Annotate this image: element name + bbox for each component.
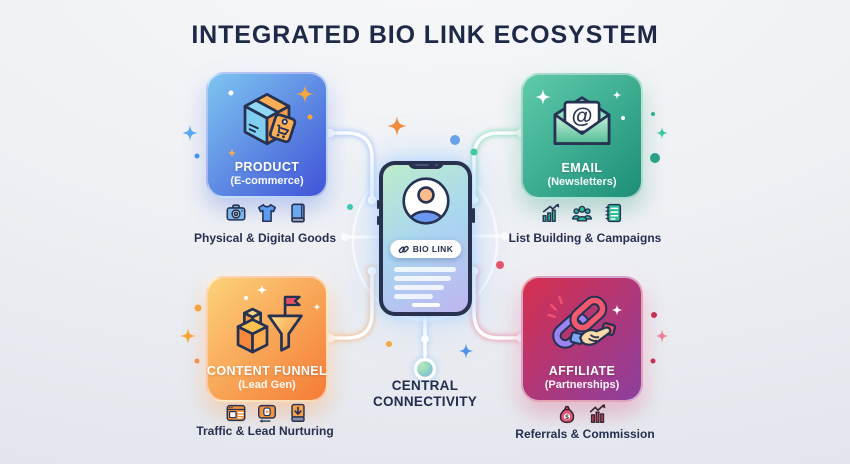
central-node <box>413 357 437 381</box>
money-bag-icon: $ <box>559 405 574 424</box>
connector-product-line <box>325 128 377 205</box>
phone-notch <box>407 161 444 169</box>
chain-handshake-icon <box>544 278 620 364</box>
bio-link-label: BIO LINK <box>412 244 454 254</box>
content-line <box>394 285 444 290</box>
content-line <box>394 294 433 299</box>
affiliate-card-title: AFFILIATE <box>548 364 616 378</box>
email-card: @ EMAIL (Newsletters) <box>521 73 643 199</box>
home-indicator <box>411 303 440 307</box>
envelope-at-icon: @ <box>546 75 618 161</box>
content-line <box>394 267 456 272</box>
central-connectivity-label: CENTRAL CONNECTIVITY <box>372 378 478 410</box>
content-line <box>394 276 451 281</box>
notebook-icon <box>605 203 622 223</box>
camera-icon <box>226 204 246 221</box>
download-icon <box>291 403 305 422</box>
video-icon <box>258 404 276 423</box>
svg-text:@: @ <box>571 103 592 128</box>
funnel-card-subtitle: (Lead Gen) <box>238 379 296 391</box>
email-caption: List Building & Campaigns <box>508 231 662 245</box>
email-card-subtitle: (Newsletters) <box>547 176 617 188</box>
phone-screen: BIO LINK <box>383 165 468 312</box>
link-icon <box>398 245 409 253</box>
avatar <box>401 177 450 225</box>
funnel-card-title: CONTENT FUNNEL <box>206 364 328 378</box>
affiliate-card-subtitle: (Partnerships) <box>544 379 620 391</box>
bio-link-pill: BIO LINK <box>389 240 462 258</box>
smartphone-mockup: BIO LINK <box>376 161 475 316</box>
webpage-icon <box>226 404 246 422</box>
connector-email-line <box>469 128 526 205</box>
package-icon <box>232 74 302 160</box>
email-card-title: EMAIL <box>561 161 603 175</box>
product-card: PRODUCT (E-commerce) <box>206 72 328 198</box>
affiliate-feature-icons: $ <box>521 403 643 425</box>
affiliate-card: AFFILIATE (Partnerships) <box>521 276 643 402</box>
connector-central-line <box>413 316 437 381</box>
volume-button <box>376 216 379 225</box>
svg-text:$: $ <box>565 414 569 421</box>
connector-affiliate-line <box>469 266 526 343</box>
funnel-feature-icons <box>206 402 328 424</box>
commission-chart-icon <box>589 404 605 423</box>
book-icon <box>291 203 305 223</box>
tshirt-icon <box>257 203 277 223</box>
page-title: INTEGRATED BIO LINK ECOSYSTEM <box>191 21 659 49</box>
product-caption: Physical & Digital Goods <box>193 231 337 245</box>
growth-chart-icon <box>542 203 560 222</box>
product-card-title: PRODUCT <box>234 160 300 174</box>
content-funnel-card: CONTENT FUNNEL (Lead Gen) <box>206 276 328 402</box>
affiliate-caption: Referrals & Commission <box>515 427 655 441</box>
power-button <box>472 208 475 223</box>
funnel-icon <box>229 278 305 364</box>
email-feature-icons <box>513 202 651 224</box>
volume-button <box>376 200 379 209</box>
audience-icon <box>571 205 593 222</box>
product-feature-icons <box>206 202 328 224</box>
product-card-subtitle: (E-commerce) <box>230 175 304 187</box>
connector-funnel-line <box>325 266 377 343</box>
funnel-caption: Traffic & Lead Nurturing <box>196 424 334 438</box>
